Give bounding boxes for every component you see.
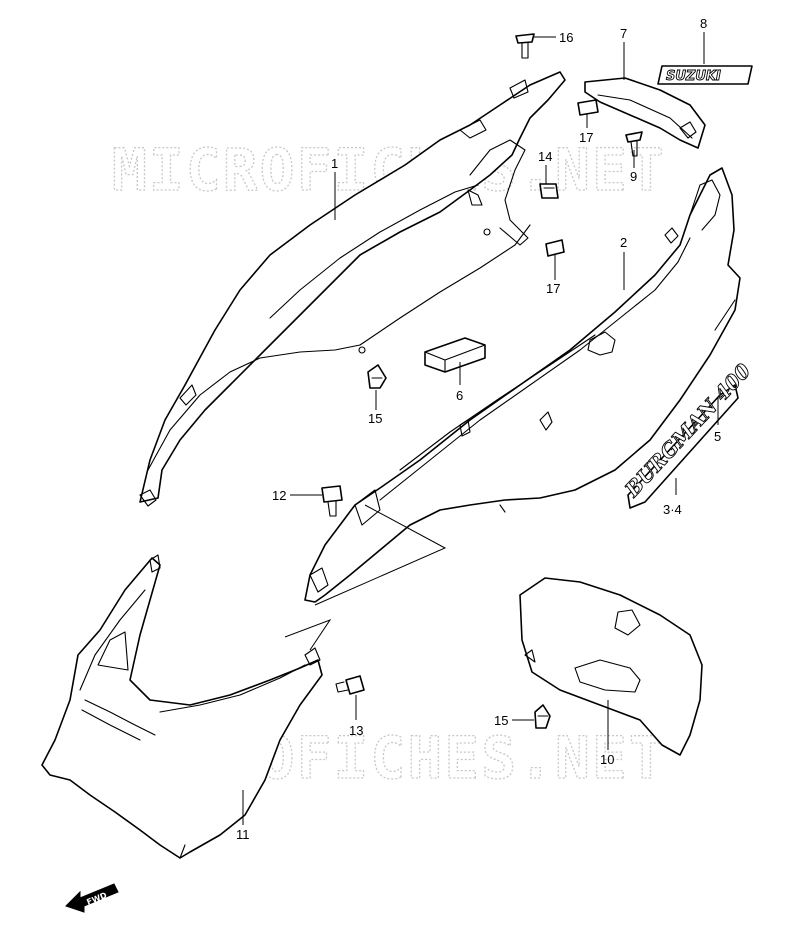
lower-cover-front <box>41 554 323 859</box>
callout-16: 16 <box>559 30 573 45</box>
rivet-15-lower <box>534 704 551 729</box>
callout-9: 9 <box>630 169 637 184</box>
callout-5: 5 <box>714 429 721 444</box>
nut-17-mid <box>545 239 565 257</box>
screw-9 <box>625 131 643 157</box>
callout-6: 6 <box>456 388 463 403</box>
frame-cover-left <box>139 71 566 507</box>
pad <box>424 337 486 373</box>
callout-12: 12 <box>272 488 286 503</box>
callout-8: 8 <box>700 16 707 31</box>
assembly-line-lower <box>284 618 332 651</box>
fwd-label: FWD <box>85 891 108 907</box>
screw-16 <box>515 33 535 59</box>
badge-text: SUZUKI <box>666 69 721 84</box>
clip-14 <box>539 183 559 199</box>
callout-2: 2 <box>620 235 627 250</box>
fwd-arrow-icon: FWD <box>65 883 119 913</box>
callout-13: 13 <box>349 723 363 738</box>
callout-15-lower: 15 <box>494 713 508 728</box>
nut-17-top <box>577 99 599 116</box>
callout-1: 1 <box>331 156 338 171</box>
lower-cover-right <box>519 577 703 756</box>
suzuki-badge: SUZUKI <box>657 65 753 85</box>
callout-15-upper: 15 <box>368 411 382 426</box>
callout-3-4: 3·4 <box>663 502 682 517</box>
callout-17-mid: 17 <box>546 281 560 296</box>
tail-cover <box>584 77 706 149</box>
bolt-13 <box>335 675 365 695</box>
rivet-15-upper <box>367 364 387 389</box>
callout-7: 7 <box>620 26 627 41</box>
frame-cover-right <box>304 167 741 603</box>
callout-14: 14 <box>538 149 552 164</box>
bolt-12 <box>321 485 343 517</box>
callout-11: 11 <box>236 827 250 842</box>
callout-17-top: 17 <box>579 130 593 145</box>
assembly-line-upper <box>314 504 447 606</box>
callout-10: 10 <box>600 752 614 767</box>
